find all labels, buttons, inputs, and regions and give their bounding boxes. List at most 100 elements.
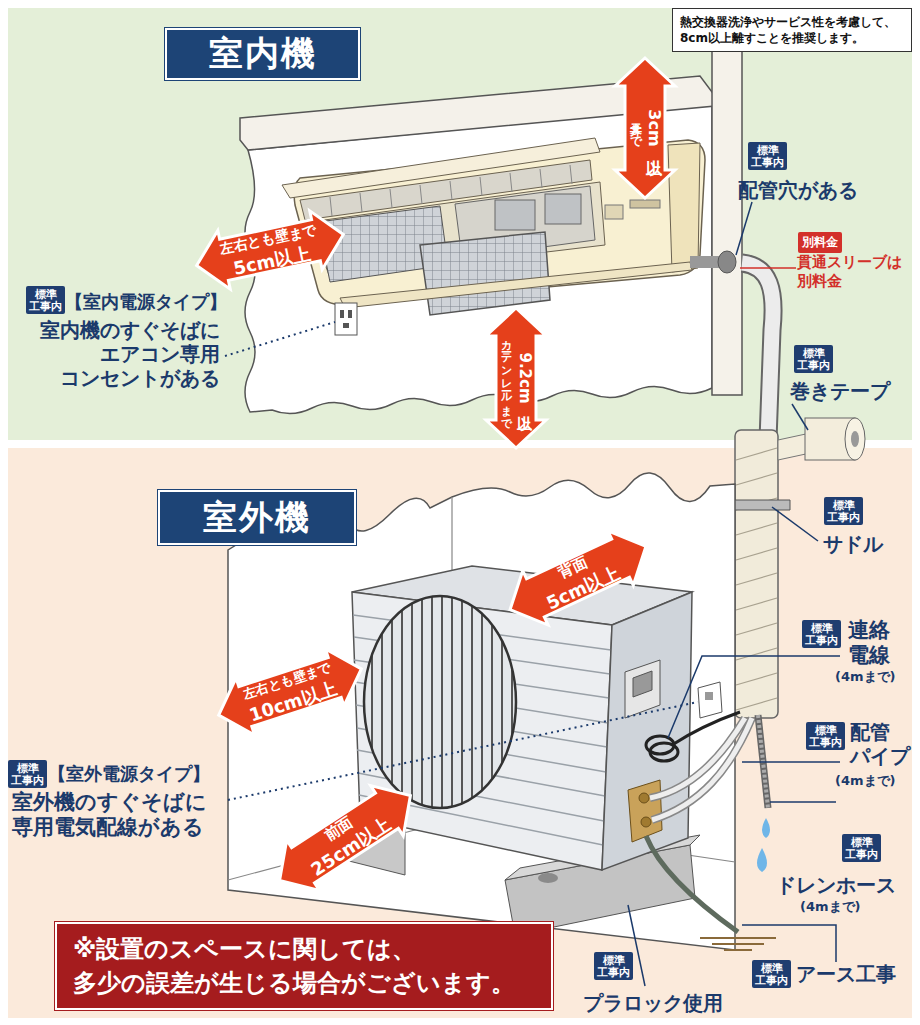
outdoor-wall	[228, 497, 735, 880]
standard-work-badge-text: 標準 工事内	[827, 499, 860, 523]
indoor-unit	[605, 205, 623, 219]
indoor-unit	[630, 200, 660, 208]
drain-hose	[757, 848, 767, 872]
leader-lines	[742, 761, 840, 763]
callout-label: 配管 パイプ	[850, 720, 910, 768]
standard-work-badge-text: 標準 工事内	[597, 954, 630, 978]
standard-work-badge: 標準 工事内	[802, 620, 841, 648]
callout-label: (4mまで)	[800, 898, 860, 916]
indoor-unit	[420, 232, 550, 315]
refrigerant-pipe	[735, 430, 778, 718]
earth-wire	[646, 836, 776, 950]
section-heading: 室外機	[158, 490, 356, 545]
dimension-arrows	[263, 770, 427, 905]
standard-work-badge-text: 標準 工事内	[805, 622, 838, 646]
leader-lines	[225, 202, 840, 986]
wall-outlet	[335, 303, 357, 335]
outdoor-unit	[625, 660, 660, 718]
callout-label: アース工事	[796, 961, 896, 988]
callout-label: 貫通スリーブは 別料金	[797, 253, 902, 291]
drain-hose	[762, 818, 770, 838]
standard-work-badge-text: 標準 工事内	[809, 724, 842, 748]
indoor-unit	[545, 194, 581, 224]
tape-roll	[845, 418, 865, 460]
outdoor-unit	[633, 671, 652, 697]
wall-outlet	[348, 310, 352, 318]
callout-label: 連絡 電線	[848, 618, 890, 668]
standard-work-badge-text: 標準 工事内	[797, 347, 830, 371]
standard-work-badge: 標準 工事内	[806, 722, 845, 750]
callout-label: プラロック使用	[583, 990, 723, 1017]
dimension-label: 3cm以上	[646, 109, 662, 146]
outdoor-power-box	[698, 682, 722, 718]
leader-lines	[770, 801, 836, 803]
outdoor-unit	[639, 793, 649, 803]
outdoor-unit	[602, 592, 692, 870]
standard-work-badge: 標準 工事内	[794, 345, 833, 373]
section-heading-text: 室外機	[203, 495, 311, 541]
refrigerant-pipe	[718, 251, 736, 273]
leader-lines	[792, 404, 808, 430]
callout-label: 室外機のすぐそばに 専用電気配線がある	[12, 790, 207, 840]
wall-outlet	[335, 303, 357, 335]
extra-fee-badge: 別料金	[798, 232, 842, 253]
connecting-wires	[646, 712, 752, 820]
dimension-arrows	[497, 519, 658, 637]
dimension-arrows	[615, 58, 675, 198]
plastic-block-base	[538, 873, 558, 883]
dimension-label: 天井まで	[630, 114, 642, 142]
disclaimer-box-text: ※設置のスペースに関しては、 多少の誤差が生じる場合がございます。	[73, 932, 515, 1000]
indoor-unit	[340, 262, 692, 308]
outdoor-unit	[628, 780, 662, 842]
dimension-label: 9.2cm以上	[517, 352, 532, 403]
outdoor-power-box	[698, 682, 722, 718]
standard-work-badge: 標準 工事内	[824, 497, 863, 525]
leader-lines	[772, 507, 818, 541]
disclaimer-box: ※設置のスペースに関しては、 多少の誤差が生じる場合がございます。	[55, 922, 553, 1010]
tape-roll	[851, 431, 859, 447]
standard-work-badge-text: 標準 工事内	[29, 288, 62, 312]
standard-work-badge-text: 標準 工事内	[845, 836, 878, 860]
connecting-wires	[650, 718, 752, 820]
dimension-label: カーテンレールまで	[501, 333, 512, 424]
indoor-unit	[495, 200, 535, 230]
indoor-unit	[668, 143, 700, 272]
earth-wire	[646, 836, 738, 932]
callout-label: ドレンホース	[776, 872, 896, 899]
standard-work-badge-text: 標準 工事内	[755, 962, 788, 986]
standard-work-badge: 標準 工事内	[8, 760, 47, 788]
standard-work-badge-text: 標準 工事内	[751, 144, 784, 168]
callout-label: 巻きテープ	[790, 378, 890, 405]
callout-label: (4mまで)	[835, 668, 895, 686]
callout-label: 室内機のすぐそばに エアコン専用 コンセントがある	[40, 318, 220, 390]
callout-label: 【室外電源タイプ】	[48, 762, 210, 786]
dimension-arrows	[486, 308, 546, 448]
callout-label: (4mまで)	[835, 772, 895, 790]
dimension-arrows	[209, 640, 370, 743]
drain-hose	[757, 715, 770, 872]
callout-label: 【室内電源タイプ】	[65, 290, 227, 314]
background-bands	[8, 8, 912, 440]
leader-lines	[225, 322, 335, 356]
leader-lines	[736, 202, 752, 255]
leader-lines	[742, 925, 836, 962]
tape-roll	[778, 418, 865, 460]
refrigerant-pipe	[742, 263, 773, 440]
connecting-wires	[650, 743, 678, 761]
standard-work-badge: 標準 工事内	[26, 286, 65, 314]
section-heading: 室内機	[165, 28, 360, 80]
indoor-wall	[712, 10, 742, 395]
wall-outlet	[343, 323, 349, 328]
standard-work-badge: 標準 工事内	[748, 142, 787, 170]
earth-wire	[700, 938, 776, 950]
callout-label: 配管穴がある	[738, 177, 858, 204]
outdoor-unit	[641, 817, 651, 827]
dimension-arrows	[190, 58, 675, 906]
standard-work-badge-text: 標準 工事内	[11, 762, 44, 786]
refrigerant-pipe	[736, 448, 777, 710]
standard-work-badge: 標準 工事内	[594, 952, 633, 980]
